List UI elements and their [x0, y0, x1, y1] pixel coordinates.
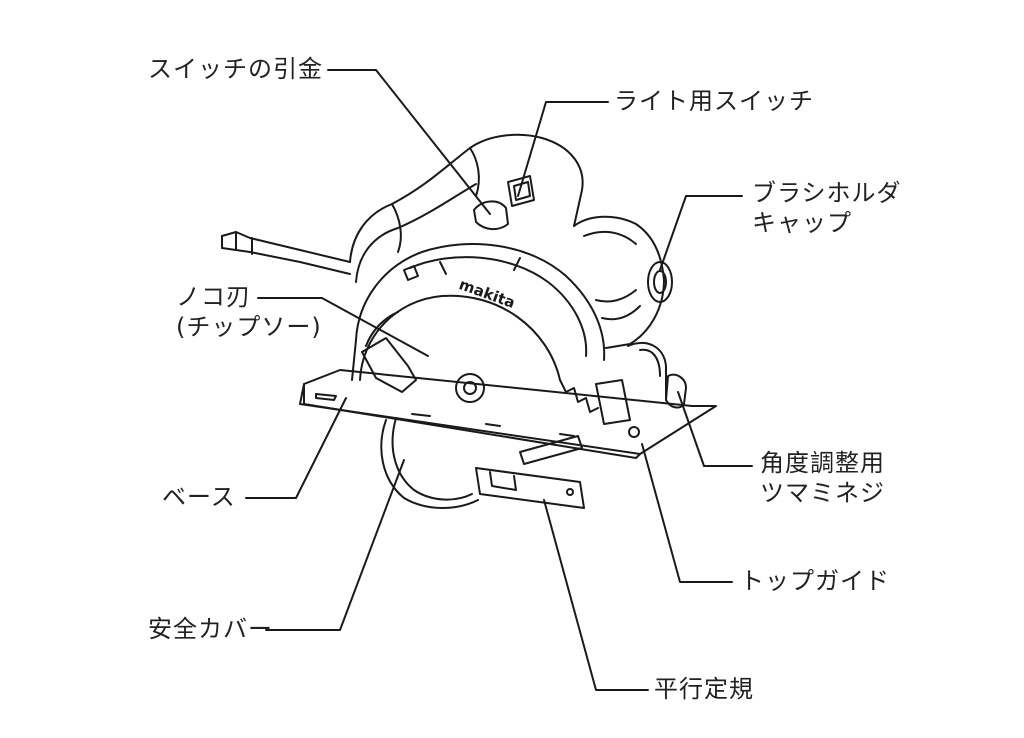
leader-light-switch — [517, 101, 609, 197]
label-brush-holder-cap-line1: ブラシホルダ — [752, 179, 902, 207]
rip-fence — [475, 435, 585, 509]
label-saw-blade-line1: ノコ刃 — [176, 283, 251, 311]
leader-switch-trigger — [327, 69, 491, 215]
label-switch-trigger: スイッチの引金 — [148, 55, 323, 83]
label-bevel-knob-line2: ツマミネジ — [760, 479, 885, 507]
front-bracket — [361, 337, 667, 401]
label-top-guide: トップガイド — [740, 567, 890, 595]
leader-bevel-knob — [677, 391, 753, 467]
leader-brush-holder-cap — [659, 195, 743, 271]
label-brush-holder-cap: ブラシホルダ キャップ — [752, 178, 902, 238]
base-plate — [299, 369, 717, 459]
switch-trigger — [473, 200, 509, 230]
label-saw-blade: ノコ刃 (チップソー) — [176, 282, 322, 342]
top-guide — [595, 379, 640, 438]
leader-base — [245, 397, 347, 499]
saw-blade — [359, 294, 599, 413]
blade-guard — [351, 243, 606, 381]
motor-housing — [573, 215, 665, 349]
safety-cover — [380, 417, 479, 509]
label-safety-cover: 安全カバー — [148, 615, 273, 643]
brand-text: makita — [457, 275, 518, 312]
leader-rip-fence — [543, 499, 649, 691]
rear-handle — [349, 133, 584, 283]
label-bevel-knob: 角度調整用 ツマミネジ — [760, 448, 885, 508]
label-bevel-knob-line1: 角度調整用 — [760, 449, 885, 477]
leader-top-guide — [641, 443, 733, 583]
power-cord — [221, 231, 351, 275]
light-switch — [507, 175, 535, 207]
label-saw-blade-line2: (チップソー) — [176, 313, 322, 341]
leader-saw-blade — [257, 297, 429, 357]
label-light-switch: ライト用スイッチ — [614, 87, 814, 115]
label-brush-holder-cap-line2: キャップ — [752, 209, 852, 237]
label-rip-fence: 平行定規 — [654, 675, 754, 703]
leader-safety-cover — [265, 459, 405, 631]
bevel-knob — [665, 373, 687, 409]
label-base: ベース — [162, 483, 236, 511]
